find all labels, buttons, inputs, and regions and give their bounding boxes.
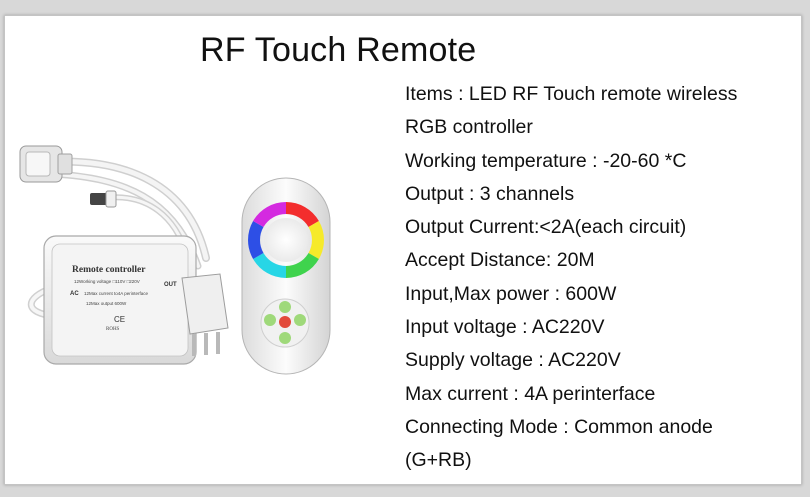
spec-line: Working temperature : -20-60 *C: [405, 149, 687, 172]
spec-line: Supply voltage : AC220V: [405, 349, 621, 372]
rohs-mark: ROHS: [106, 327, 120, 332]
spec-line: Input voltage : AC220V: [405, 316, 605, 339]
spec-line: (G+RB): [405, 449, 472, 472]
spec-line: Items : LED RF Touch remote wireless: [405, 83, 738, 105]
ce-mark: CE: [114, 315, 125, 324]
small-plug: [90, 190, 117, 208]
spec-line: Output Current:<2A(each circuit): [405, 216, 687, 239]
connector-plug: [19, 145, 73, 183]
page-title: RF Touch Remote: [200, 31, 477, 69]
box-current-label: 12Max current to4A perinterface: [84, 291, 149, 296]
box-name-label: Remote controller: [72, 265, 146, 275]
controller-box: Remote controller 12Working voltage □110…: [43, 235, 197, 365]
spec-line: Max current : 4A perinterface: [405, 382, 656, 405]
box-ac-label: AC: [70, 291, 79, 297]
spec-line: Output : 3 channels: [405, 182, 575, 205]
spec-line: Input,Max power : 600W: [405, 282, 617, 305]
box-output-label: 12Max output 600W: [86, 301, 127, 306]
remote-keypad: [260, 298, 310, 348]
product-photo: Remote controller 12Working voltage □110…: [19, 145, 331, 375]
spec-line: Connecting Mode : Common anode: [405, 415, 713, 438]
box-voltage-label: 12Working voltage □110V □220V: [74, 279, 140, 284]
touch-remote: [241, 177, 331, 375]
power-plug: [181, 273, 229, 356]
spec-line: RGB controller: [405, 116, 533, 139]
spec-line: Accept Distance: 20M: [405, 249, 595, 272]
spec-list: Items : LED RF Touch remote wireless RGB…: [405, 78, 795, 478]
box-out-label: OUT: [164, 282, 177, 288]
color-wheel: [248, 202, 324, 278]
